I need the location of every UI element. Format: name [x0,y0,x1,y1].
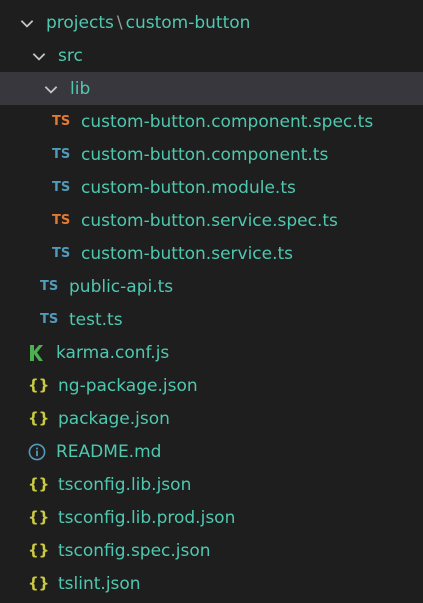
tree-item-label: ng-package.json [58,375,198,396]
tree-item-label: tsconfig.lib.json [58,474,192,495]
ts-icon: TS [52,246,71,261]
tree-item-lib[interactable]: lib [0,72,423,105]
tree-item-label: custom-button.service.spec.ts [81,210,338,231]
tree-item-projects-custom-button[interactable]: projects\custom-button [0,6,423,39]
info-icon [28,443,46,461]
tree-item-label: projects [46,12,114,33]
tree-item-label: README.md [56,441,162,462]
ts-icon: TS [40,312,59,327]
tree-item-file[interactable]: TS custom-button.component.spec.ts [0,105,423,138]
tree-item-label: custom-button.module.ts [81,177,296,198]
tree-item-label: src [58,45,83,66]
json-icon: {} [28,409,50,427]
tree-item-label: karma.conf.js [56,342,170,363]
json-icon: {} [28,541,50,559]
ts-icon: TS [52,114,71,129]
tree-item-label: test.ts [69,309,123,330]
path-separator: \ [116,12,123,33]
chevron-down-icon [18,14,36,32]
tree-item-label: tsconfig.spec.json [58,540,211,561]
json-icon: {} [28,475,50,493]
tree-item-file[interactable]: TS custom-button.module.ts [0,171,423,204]
tree-item-file[interactable]: {} tsconfig.lib.json [0,468,423,501]
tree-item-label: lib [70,78,91,99]
tree-item-file[interactable]: karma.conf.js [0,336,423,369]
ts-icon: TS [52,213,71,228]
ts-icon: TS [40,279,59,294]
tree-item-label: package.json [58,408,170,429]
tree-item-file[interactable]: README.md [0,435,423,468]
tree-item-file[interactable]: TS custom-button.service.spec.ts [0,204,423,237]
chevron-down-icon [42,80,60,98]
tree-item-file[interactable]: TS custom-button.component.ts [0,138,423,171]
tree-item-file[interactable]: TS public-api.ts [0,270,423,303]
tree-item-label: public-api.ts [69,276,174,297]
tree-item-file[interactable]: {} tsconfig.spec.json [0,534,423,567]
tree-item-label: tsconfig.lib.prod.json [58,507,236,528]
tree-item-file[interactable]: {} tsconfig.lib.prod.json [0,501,423,534]
chevron-down-icon [30,47,48,65]
karma-icon [28,344,44,362]
json-icon: {} [28,376,50,394]
tree-item-file[interactable]: {} ng-package.json [0,369,423,402]
tree-item-file[interactable]: {} tslint.json [0,567,423,600]
ts-icon: TS [52,180,71,195]
tree-item-label: custom-button.component.ts [81,144,329,165]
tree-item-label: custom-button.service.ts [81,243,294,264]
tree-item-label: tslint.json [58,573,141,594]
tree-item-src[interactable]: src [0,39,423,72]
ts-icon: TS [52,147,71,162]
tree-item-file[interactable]: TS custom-button.service.ts [0,237,423,270]
tree-item-label: custom-button.component.spec.ts [81,111,374,132]
tree-item-file[interactable]: TS test.ts [0,303,423,336]
tree-item-file[interactable]: {} package.json [0,402,423,435]
json-icon: {} [28,574,50,592]
tree-item-label: custom-button [125,12,251,33]
json-icon: {} [28,508,50,526]
